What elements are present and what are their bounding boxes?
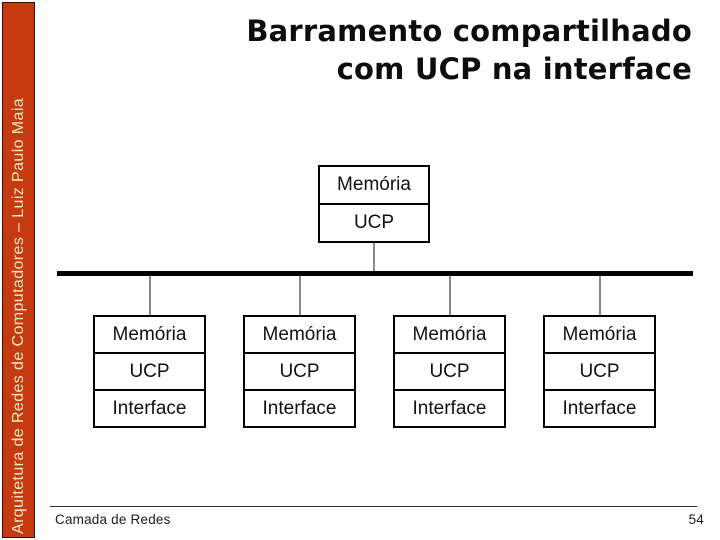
page-title-line2: com UCP na interface bbox=[336, 52, 692, 86]
device2-bus-connector bbox=[299, 276, 301, 315]
device3-interface-cell: Interface bbox=[412, 397, 487, 419]
device3-memory-cell: Memória bbox=[395, 317, 504, 354]
shared-bus-line bbox=[57, 271, 693, 276]
footer-section-title: Camada de Redes bbox=[55, 512, 171, 527]
device-node-1: Memória UCP Interface bbox=[93, 315, 206, 428]
page-title-line1: Barramento compartilhado bbox=[246, 14, 692, 48]
device2-interface-cell: Interface bbox=[262, 397, 337, 419]
device3-bus-connector bbox=[449, 276, 451, 315]
device-node-2: Memória UCP Interface bbox=[243, 315, 356, 428]
device1-bus-connector bbox=[149, 276, 151, 315]
sidebar-course-label: Arquitetura de Redes de Computadores – L… bbox=[10, 97, 27, 534]
device2-ucp-cell: UCP bbox=[245, 354, 354, 391]
footer-divider bbox=[50, 506, 697, 507]
bus-host-node: Memória UCP bbox=[318, 165, 430, 243]
device1-memory-cell: Memória bbox=[95, 317, 204, 354]
page-number: 54 bbox=[688, 512, 704, 527]
device4-bus-connector bbox=[599, 276, 601, 315]
device1-interface-cell: Interface bbox=[112, 397, 187, 419]
device4-interface-cell: Interface bbox=[562, 397, 637, 419]
device4-memory-cell: Memória bbox=[545, 317, 654, 354]
device4-ucp-cell: UCP bbox=[545, 354, 654, 391]
device-node-4: Memória UCP Interface bbox=[543, 315, 656, 428]
page-title: Barramento compartilhado com UCP na inte… bbox=[60, 12, 692, 88]
host-ucp-cell: UCP bbox=[353, 212, 395, 233]
device1-ucp-cell: UCP bbox=[95, 354, 204, 391]
device-node-3: Memória UCP Interface bbox=[393, 315, 506, 428]
host-bus-connector bbox=[373, 243, 375, 271]
host-memory-cell: Memória bbox=[320, 167, 428, 205]
device2-memory-cell: Memória bbox=[245, 317, 354, 354]
sidebar: Arquitetura de Redes de Computadores – L… bbox=[2, 2, 35, 538]
device3-ucp-cell: UCP bbox=[395, 354, 504, 391]
